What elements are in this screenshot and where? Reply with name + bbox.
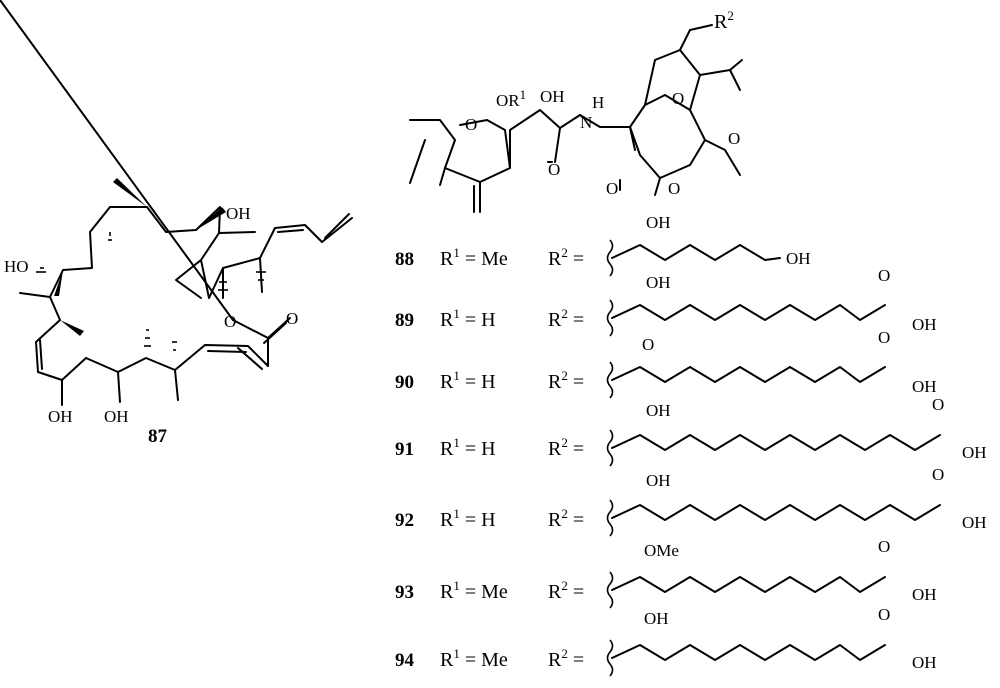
wavy-attachment-bond: [606, 429, 614, 467]
variant-row-92: 92 R1 = H R2 = OH O OH: [395, 465, 987, 537]
side-chain-skeleton: [611, 644, 886, 661]
r2-assignment: R2 =: [548, 368, 584, 393]
r1-assignment: R1 = Me: [440, 578, 508, 603]
core-amide-o-label: O: [548, 160, 560, 179]
variant-row-91: 91 R1 = H R2 = OH O OH: [395, 395, 987, 467]
variant-row-90: 90 R1 = H R2 = O O OH: [395, 328, 937, 399]
c87-ho-left-label: HO: [4, 257, 29, 276]
r2-assignment: R2 =: [548, 506, 584, 531]
variant-row-89: 89 R1 = H R2 = OH O OH: [395, 266, 937, 337]
core-sugar-o-label: O: [672, 89, 684, 108]
chain-substituent-label: OH: [644, 609, 669, 628]
compound-87-number: 87: [148, 426, 168, 447]
variant-row-88: 88 R1 = Me R2 = OH OH: [395, 213, 811, 277]
r2-assignment: R2 =: [548, 646, 584, 671]
core-ome-o-label: O: [728, 129, 740, 148]
wavy-attachment-bond: [606, 361, 614, 399]
r2-assignment: R2 =: [548, 435, 584, 460]
c87-oh-bottom-mid-label: OH: [104, 407, 129, 426]
side-chain-skeleton: [611, 366, 886, 383]
chain-substituent-label: O: [642, 335, 654, 354]
r1-assignment: R1 = Me: [440, 646, 508, 671]
chain-terminal-o-label: O: [878, 605, 890, 624]
chain-terminal-oh-label: OH: [912, 377, 937, 396]
r1-assignment: R1 = Me: [440, 245, 508, 270]
variant-row-94: 94 R1 = Me R2 = OH O OH: [395, 605, 937, 677]
c87-oh-top-label: OH: [226, 204, 251, 223]
wavy-attachment-bond: [606, 639, 614, 677]
chain-terminal-o-label: O: [932, 395, 944, 414]
compound-number: 91: [395, 439, 414, 460]
core-acetal-o1-label: O: [606, 179, 618, 198]
core-nh-h-label: H: [592, 93, 604, 112]
chain-substituent-label: OH: [646, 471, 671, 490]
r2-assignment: R2 =: [548, 578, 584, 603]
chain-terminal-oh-label: OH: [912, 315, 937, 334]
compound-number: 92: [395, 510, 414, 531]
chain-terminal-o-label: O: [878, 266, 890, 285]
chain-terminal-o-label: O: [932, 465, 944, 484]
compound-number: 90: [395, 372, 414, 393]
side-chain-skeleton: [611, 304, 886, 321]
core-oh-label: OH: [540, 87, 565, 106]
side-chain-skeleton: [611, 576, 886, 593]
r2-assignment: R2 =: [548, 245, 584, 270]
c87-oh-bottom-left-label: OH: [48, 407, 73, 426]
core-n-label: N: [580, 113, 592, 132]
r1-assignment: R1 = H: [440, 368, 496, 393]
core-or1-label: OR1: [496, 87, 526, 110]
compound-87-structure: [0, 0, 353, 406]
chain-terminal-oh-label: OH: [962, 513, 987, 532]
chain-terminal-oh-label: OH: [786, 249, 811, 268]
core-r2-label: R2: [714, 8, 734, 33]
chain-substituent-label: OH: [646, 401, 671, 420]
chain-terminal-o-label: O: [878, 537, 890, 556]
chain-terminal-oh-label: OH: [962, 443, 987, 462]
chain-terminal-o-label: O: [878, 328, 890, 347]
chain-terminal-oh-label: OH: [912, 653, 937, 672]
r1-assignment: R1 = H: [440, 306, 496, 331]
compound-number: 88: [395, 249, 414, 270]
core-structure: [409, 24, 743, 213]
c87-ring-o-label: O: [224, 312, 236, 331]
wavy-attachment-bond: [606, 499, 614, 537]
r1-assignment: R1 = H: [440, 506, 496, 531]
side-chain-skeleton: [611, 434, 941, 451]
wavy-attachment-bond: [606, 299, 614, 337]
compound-number: 94: [395, 650, 415, 671]
core-pyran-o-label: O: [465, 115, 477, 134]
chain-substituent-label: OH: [646, 273, 671, 292]
wavy-attachment-bond: [606, 571, 614, 609]
variant-row-93: 93 R1 = Me R2 = OMe O OH: [395, 537, 937, 609]
core-acetal-o2-label: O: [668, 179, 680, 198]
r1-assignment: R1 = H: [440, 435, 496, 460]
wavy-attachment-bond: [606, 239, 614, 277]
chain-substituent-label: OMe: [644, 541, 679, 560]
r2-assignment: R2 =: [548, 306, 584, 331]
chain-substituent-label: OH: [646, 213, 671, 232]
compound-number: 89: [395, 310, 414, 331]
c87-carbonyl-o-label: O: [286, 309, 298, 328]
compound-number: 93: [395, 582, 414, 603]
side-chain-skeleton: [611, 244, 781, 261]
chain-terminal-oh-label: OH: [912, 585, 937, 604]
side-chain-skeleton: [611, 504, 941, 521]
